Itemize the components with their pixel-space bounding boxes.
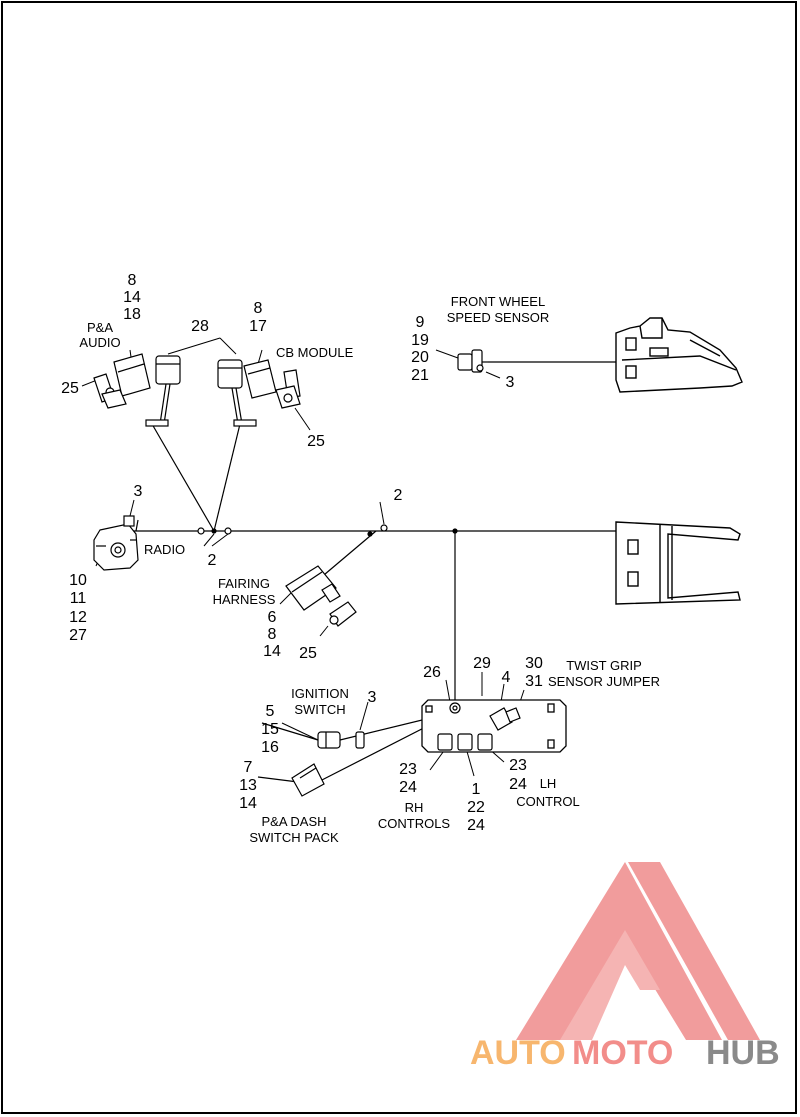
- label-rh-1: RH: [405, 800, 424, 815]
- callout-fws-3: 20: [411, 349, 429, 366]
- callout-twist-2: 31: [525, 673, 543, 690]
- callout-2-bottom: 2: [208, 552, 217, 569]
- label-fairing-2: HARNESS: [213, 592, 276, 607]
- front-fork-bracket: [615, 317, 743, 393]
- callout-mid-3: 24: [467, 817, 485, 834]
- leader-lines: [81, 337, 525, 777]
- label-twist-1: TWIST GRIP: [566, 658, 642, 673]
- label-lh-1: LH: [540, 776, 557, 791]
- callout-28: 28: [191, 318, 209, 335]
- callout-fairing-1: 6: [268, 609, 277, 626]
- rh-controls-connectors: [437, 702, 493, 751]
- handlebar-frame: [615, 521, 741, 605]
- plug-28-right: [217, 359, 257, 427]
- callout-fairing-3: 14: [263, 643, 281, 660]
- dash-switch-connector: [291, 763, 325, 797]
- callout-fairing-2: 8: [268, 626, 277, 643]
- callout-radio-1: 10: [69, 572, 87, 589]
- callout-2-top: 2: [394, 487, 403, 504]
- callout-lh-2: 24: [509, 776, 527, 793]
- label-front-wheel-2: SPEED SENSOR: [447, 310, 550, 325]
- watermark-auto: AUTO: [470, 1034, 566, 1072]
- fairing-harness-connector: [285, 565, 357, 627]
- callout-radio-2: 11: [70, 590, 87, 607]
- callout-dash-1: 7: [244, 759, 253, 776]
- radio-unit: [93, 515, 139, 571]
- label-rh-2: CONTROLS: [378, 816, 451, 831]
- watermark-text: AUTO MOTO HUB: [470, 1034, 780, 1072]
- callout-lh-1: 23: [509, 757, 527, 774]
- callout-mid-1: 1: [472, 781, 481, 798]
- label-twist-2: SENSOR JUMPER: [548, 674, 660, 689]
- label-front-wheel-1: FRONT WHEEL: [451, 294, 545, 309]
- label-fairing-1: FAIRING: [218, 576, 270, 591]
- label-pa-audio-2: AUDIO: [79, 335, 120, 350]
- callout-pa-audio-3: 18: [123, 306, 141, 323]
- cb-module-connector: [243, 359, 301, 409]
- callout-twist-1: 30: [525, 655, 543, 672]
- callout-fws-1: 9: [416, 314, 425, 331]
- callout-fws-4: 21: [411, 367, 429, 384]
- callout-dash-2: 13: [239, 777, 257, 794]
- label-lh-2: CONTROL: [516, 794, 580, 809]
- callout-cb-2: 17: [249, 318, 267, 335]
- callout-ign-2: 15: [261, 721, 279, 738]
- component-labels: P&A AUDIO CB MODULE FRONT WHEEL SPEED SE…: [79, 294, 660, 845]
- callout-pa-audio-1: 8: [128, 272, 137, 289]
- label-ignition-2: SWITCH: [294, 702, 345, 717]
- label-radio: RADIO: [144, 542, 185, 557]
- speed-sensor-connector: [457, 349, 488, 373]
- callout-cb-1: 8: [254, 300, 263, 317]
- watermark-hub: HUB: [706, 1034, 780, 1072]
- callout-radio-4: 27: [69, 627, 87, 644]
- label-pa-audio-1: P&A: [87, 320, 113, 335]
- pa-audio-connector: [93, 353, 151, 409]
- callout-radio-3: 12: [69, 609, 87, 626]
- callout-3-radio: 3: [134, 483, 143, 500]
- twist-grip-connector: [489, 707, 521, 731]
- plug-28-left: [145, 355, 181, 427]
- label-pa-dash-2: SWITCH PACK: [249, 830, 339, 845]
- watermark-moto: MOTO: [572, 1034, 673, 1072]
- callout-rh-1: 23: [399, 761, 417, 778]
- watermark-logo: [516, 862, 760, 1040]
- reference-callouts: 8 14 18 8 17 28 25 25 9 19 20 21 3 3 2 2…: [61, 272, 543, 834]
- callout-25-cb: 25: [307, 433, 325, 450]
- ignition-switch-connector: [317, 731, 365, 749]
- label-pa-dash-1: P&A DASH: [261, 814, 326, 829]
- callout-4: 4: [502, 669, 511, 686]
- callout-29: 29: [473, 655, 491, 672]
- callout-ign-1: 5: [266, 703, 275, 720]
- label-ignition-1: IGNITION: [291, 686, 349, 701]
- wire-clamps: [197, 524, 458, 537]
- callout-ign-3: 16: [261, 739, 279, 756]
- callout-3-ignition: 3: [368, 689, 377, 706]
- callout-pa-audio-2: 14: [123, 289, 141, 306]
- callout-26: 26: [423, 664, 441, 681]
- callout-25-fairing: 25: [299, 645, 317, 662]
- callout-fws-2: 19: [411, 332, 429, 349]
- callout-3-sensor: 3: [506, 374, 515, 391]
- callout-rh-2: 24: [399, 779, 417, 796]
- callout-dash-3: 14: [239, 795, 257, 812]
- callout-25-left: 25: [61, 380, 79, 397]
- callout-mid-2: 22: [467, 799, 485, 816]
- label-cb-module: CB MODULE: [276, 345, 354, 360]
